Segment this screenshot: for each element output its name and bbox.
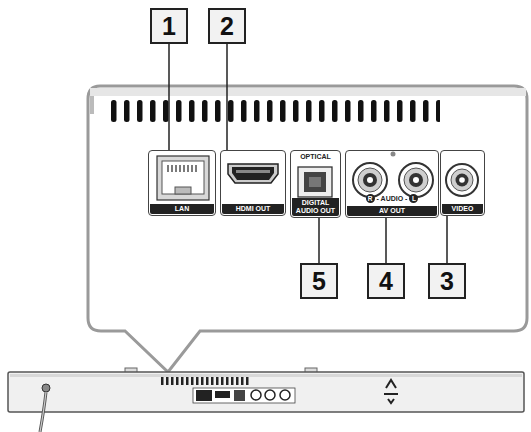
- callout-box: 4: [367, 263, 405, 299]
- channel-badge: R: [366, 194, 375, 203]
- port-box: OPTICAL DIGITAL AUDIO OUT: [290, 150, 341, 218]
- audio-jack-r: [353, 163, 387, 197]
- port-box: LAN: [148, 150, 216, 216]
- video-jack: [446, 164, 478, 196]
- port-label: DIGITAL AUDIO OUT: [292, 198, 339, 216]
- leader-line: [318, 218, 320, 263]
- port-box: R- AUDIO -L AV OUT: [345, 150, 439, 218]
- channel-badge: L: [409, 194, 418, 203]
- callout-box: 3: [428, 263, 466, 299]
- hdmi-port: [228, 164, 278, 183]
- port-label: VIDEO: [442, 204, 483, 214]
- callout-number: 1: [162, 14, 176, 39]
- player-rear: [8, 368, 524, 432]
- port-label: AV OUT: [347, 206, 437, 216]
- leader-line: [226, 44, 228, 150]
- zoom-panel: [88, 86, 527, 372]
- lan-jack: [157, 156, 209, 200]
- optical-port: [298, 167, 332, 197]
- panel-top-edge: [90, 88, 526, 96]
- callout-number: 2: [220, 14, 234, 39]
- callout-box: 1: [150, 8, 188, 44]
- port-box: HDMI OUT: [220, 150, 286, 216]
- port-label: OPTICAL: [291, 153, 340, 161]
- port-label: HDMI OUT: [222, 204, 284, 214]
- leader-line: [385, 218, 387, 263]
- callout-box: 5: [300, 263, 338, 299]
- port-box: VIDEO: [440, 150, 485, 216]
- port-label: LAN: [150, 204, 214, 214]
- callout-number: 3: [440, 269, 454, 294]
- screw: [391, 152, 396, 157]
- audio-jack-l: [399, 163, 433, 197]
- port-label: - AUDIO -: [377, 194, 408, 203]
- vent-slots: [108, 100, 440, 122]
- label-row: R- AUDIO -L: [346, 194, 438, 203]
- panel-notch: [90, 96, 94, 114]
- leader-line: [446, 216, 448, 263]
- callout-number: 5: [312, 269, 326, 294]
- callout-box: 2: [208, 8, 246, 44]
- leader-line: [168, 44, 170, 150]
- callout-number: 4: [379, 269, 393, 294]
